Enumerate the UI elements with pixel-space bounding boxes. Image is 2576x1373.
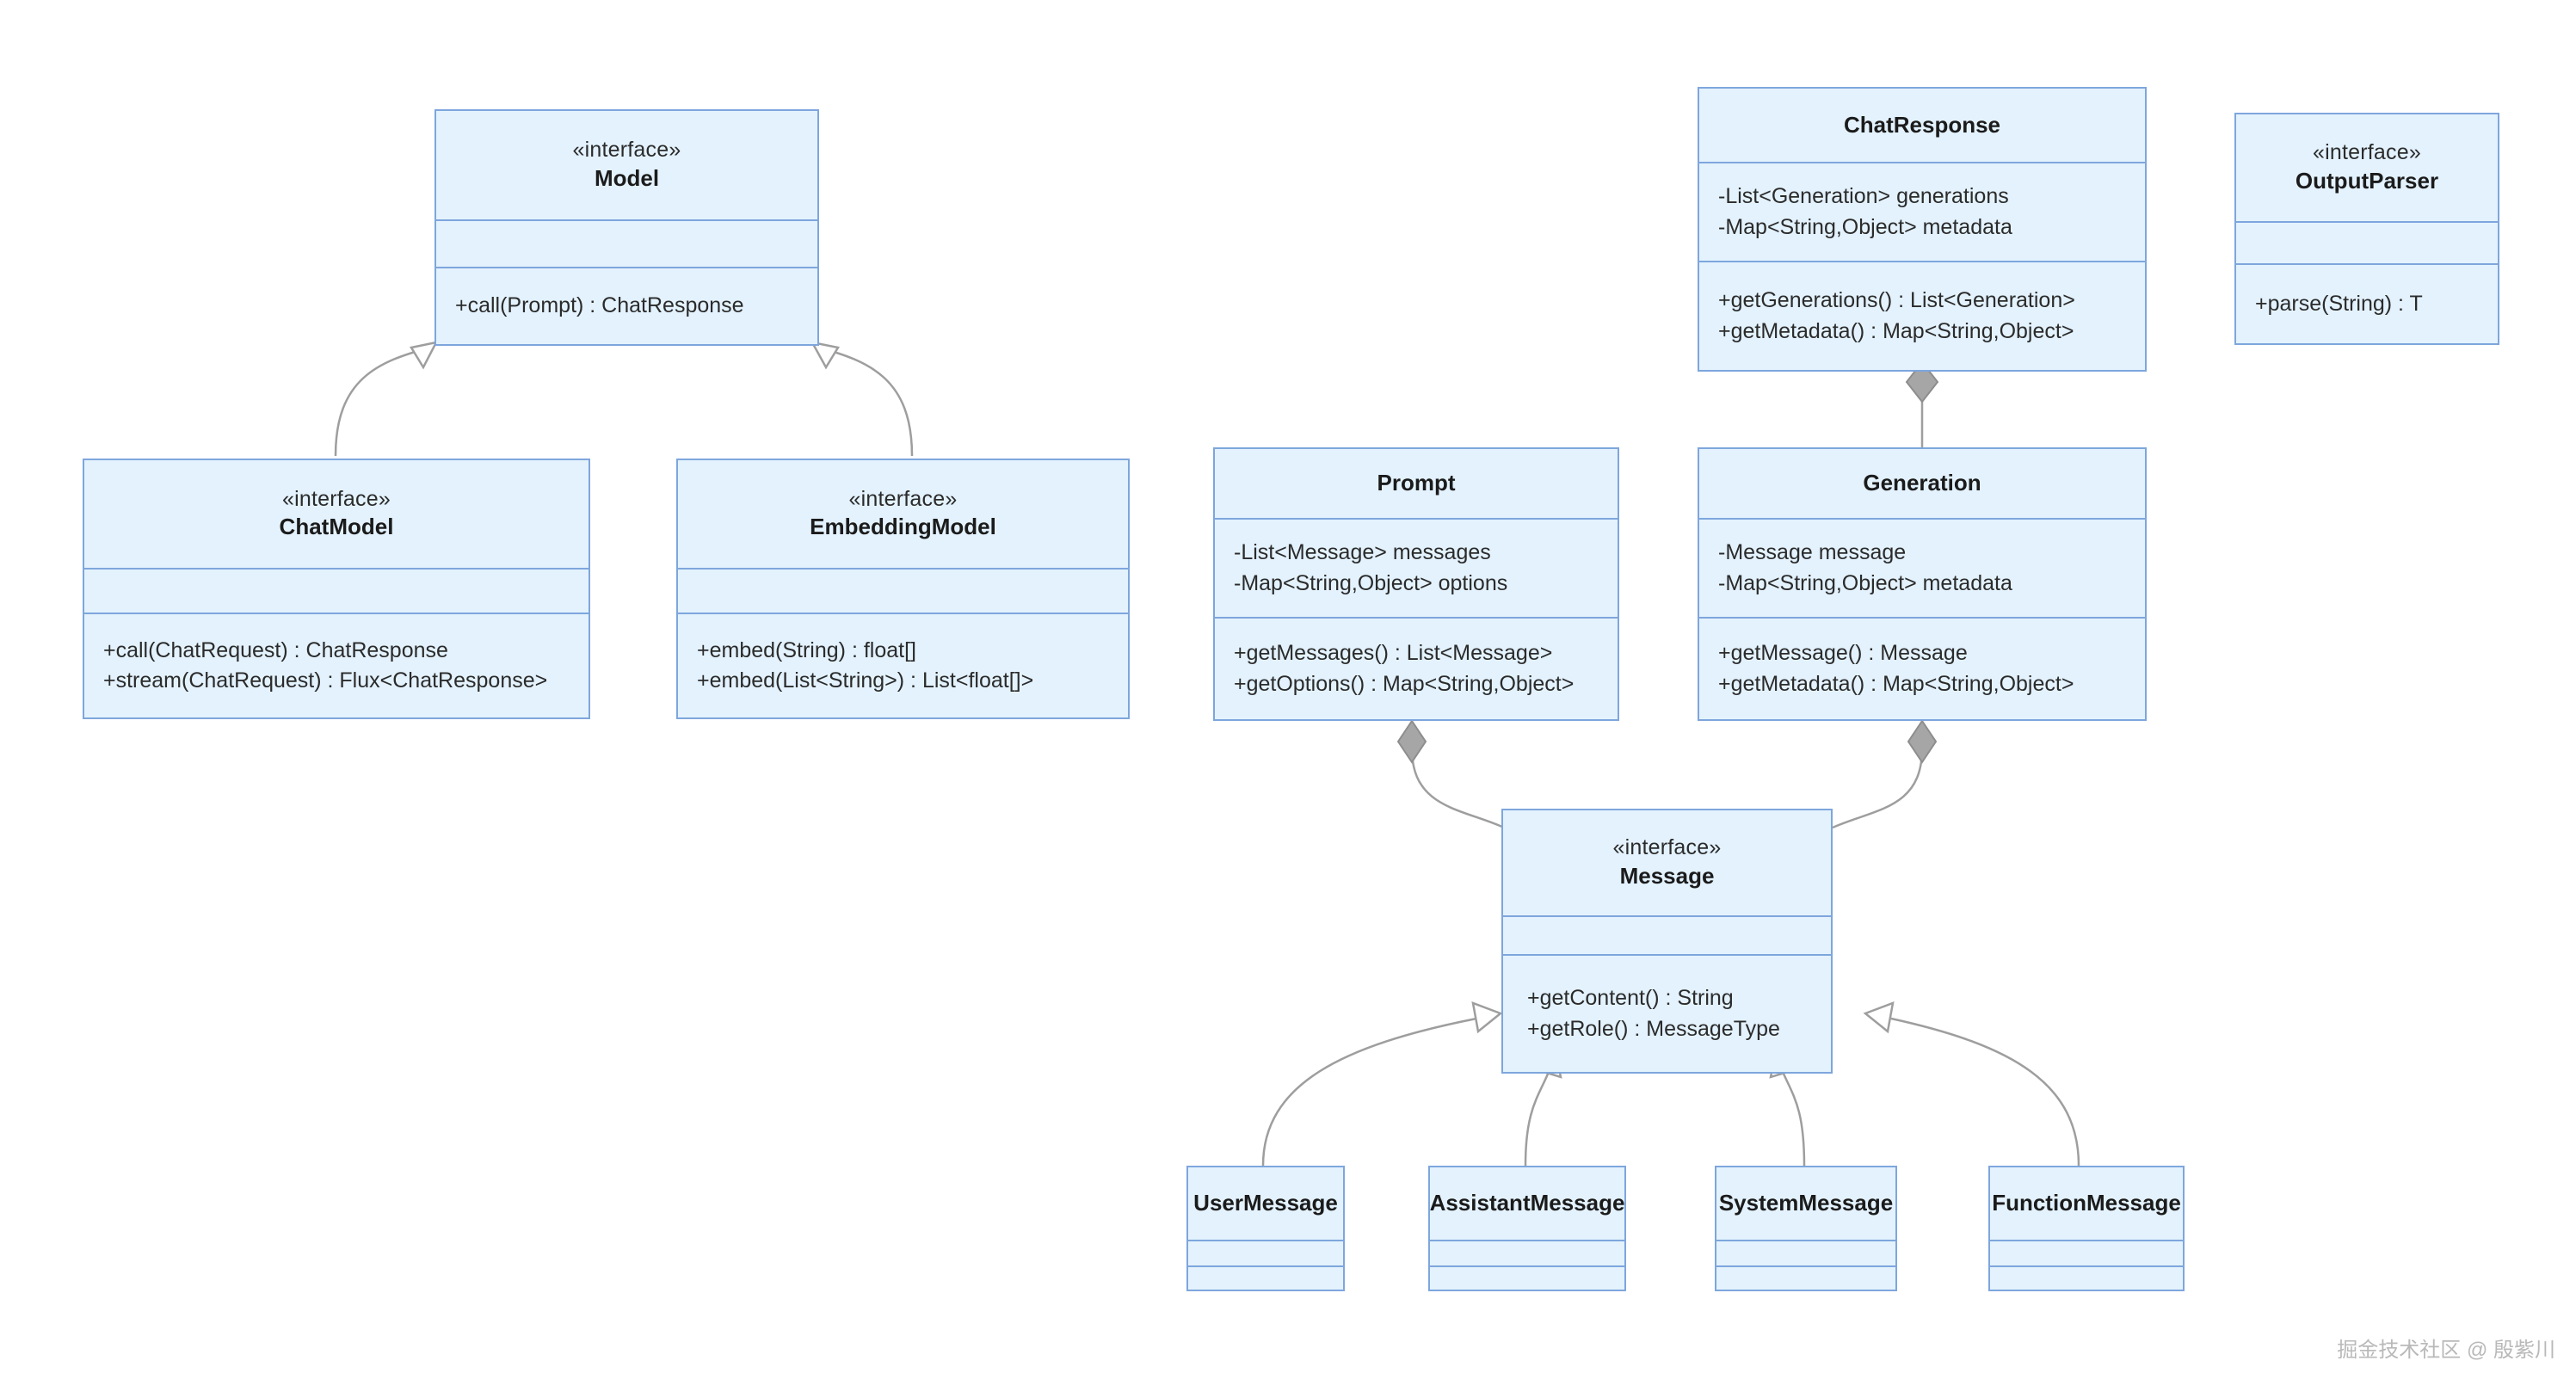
- class-methods-chat-model: +call(ChatRequest) : ChatResponse +strea…: [84, 613, 589, 717]
- class-name: Prompt: [1377, 470, 1456, 496]
- class-attribute-row: -Map<String,Object> metadata: [1718, 214, 2012, 239]
- class-attributes-embedding-model: [678, 568, 1128, 613]
- edge-message-to-generation: [1832, 719, 1938, 829]
- class-method-row: +getMetadata() : Map<String,Object>: [1718, 671, 2074, 696]
- class-name: OutputParser: [2295, 167, 2439, 194]
- class-methods-message: +getContent() : String +getRole() : Mess…: [1503, 954, 1831, 1072]
- class-method-row: +call(Prompt) : ChatResponse: [455, 293, 744, 318]
- class-methods-chat-response: +getGenerations() : List<Generation> +ge…: [1699, 261, 2145, 370]
- class-header-model: «interface» Model: [436, 111, 817, 219]
- class-name: Generation: [1863, 470, 1981, 496]
- class-method-row: +embed(List<String>) : List<float[]>: [697, 668, 1034, 693]
- class-header-user-message: UserMessage: [1188, 1167, 1343, 1240]
- class-box-chat-response[interactable]: ChatResponse -List<Generation> generatio…: [1698, 87, 2147, 372]
- class-methods-function-message: [1990, 1265, 2183, 1290]
- class-method-row: +getRole() : MessageType: [1527, 1016, 1780, 1041]
- class-name: ChatModel: [279, 514, 394, 540]
- class-name: EmbeddingModel: [810, 514, 996, 540]
- class-stereotype: «interface»: [2313, 140, 2421, 165]
- edge-chatmodel-to-model: [334, 341, 439, 457]
- class-stereotype: «interface»: [572, 138, 681, 163]
- class-attributes-chat-response: -List<Generation> generations -Map<Strin…: [1699, 162, 2145, 261]
- edge-usermessage-to-message: [1261, 1001, 1503, 1167]
- class-header-chat-model: «interface» ChatModel: [84, 460, 589, 568]
- class-attributes-system-message: [1716, 1240, 1895, 1265]
- class-header-prompt: Prompt: [1215, 449, 1618, 518]
- class-box-embedding-model[interactable]: «interface» EmbeddingModel +embed(String…: [676, 459, 1130, 719]
- edge-generation-to-chatresponse: [1905, 360, 1939, 456]
- class-attributes-chat-model: [84, 568, 589, 613]
- class-method-row: +embed(String) : float[]: [697, 637, 916, 662]
- class-name: UserMessage: [1193, 1190, 1338, 1216]
- class-stereotype: «interface»: [848, 486, 958, 511]
- class-methods-generation: +getMessage() : Message +getMetadata() :…: [1699, 617, 2145, 719]
- class-header-function-message: FunctionMessage: [1990, 1167, 2183, 1240]
- class-header-assistant-message: AssistantMessage: [1430, 1167, 1624, 1240]
- class-box-function-message[interactable]: FunctionMessage: [1988, 1166, 2185, 1291]
- class-method-row: +call(ChatRequest) : ChatResponse: [103, 637, 448, 662]
- class-header-generation: Generation: [1699, 449, 2145, 518]
- class-attribute-row: -Message message: [1718, 540, 1907, 564]
- class-methods-prompt: +getMessages() : List<Message> +getOptio…: [1215, 617, 1618, 719]
- class-method-row: +stream(ChatRequest) : Flux<ChatResponse…: [103, 668, 548, 693]
- watermark-text: 掘金技术社区 @ 殷紫川: [2337, 1339, 2555, 1362]
- class-stereotype: «interface»: [1612, 835, 1722, 860]
- class-name: Model: [594, 164, 660, 191]
- class-box-output-parser[interactable]: «interface» OutputParser +parse(String) …: [2234, 113, 2499, 345]
- edge-functionmessage-to-message: [1863, 1001, 2080, 1167]
- class-attributes-output-parser: [2236, 221, 2498, 263]
- class-name: AssistantMessage: [1430, 1190, 1624, 1216]
- class-box-system-message[interactable]: SystemMessage: [1715, 1166, 1897, 1291]
- class-box-user-message[interactable]: UserMessage: [1186, 1166, 1345, 1291]
- class-method-row: +parse(String) : T: [2255, 291, 2423, 316]
- class-attributes-user-message: [1188, 1240, 1343, 1265]
- class-name: FunctionMessage: [1992, 1190, 2181, 1216]
- class-box-prompt[interactable]: Prompt -List<Message> messages -Map<Stri…: [1213, 447, 1619, 721]
- class-method-row: +getMetadata() : Map<String,Object>: [1718, 318, 2074, 343]
- class-method-row: +getMessage() : Message: [1718, 641, 1968, 665]
- class-name: ChatResponse: [1843, 111, 2001, 138]
- class-attributes-generation: -Message message -Map<String,Object> met…: [1699, 518, 2145, 617]
- class-method-row: +getContent() : String: [1527, 986, 1734, 1010]
- class-methods-output-parser: +parse(String) : T: [2236, 263, 2498, 343]
- class-header-output-parser: «interface» OutputParser: [2236, 114, 2498, 221]
- class-method-row: +getMessages() : List<Message>: [1234, 641, 1553, 665]
- class-header-message: «interface» Message: [1503, 810, 1831, 915]
- edge-message-to-prompt: [1396, 719, 1505, 829]
- class-methods-user-message: [1188, 1265, 1343, 1290]
- class-stereotype: «interface»: [282, 486, 391, 511]
- class-box-model[interactable]: «interface» Model +call(Prompt) : ChatRe…: [434, 109, 819, 346]
- class-attributes-prompt: -List<Message> messages -Map<String,Obje…: [1215, 518, 1618, 617]
- class-box-assistant-message[interactable]: AssistantMessage: [1428, 1166, 1626, 1291]
- class-box-chat-model[interactable]: «interface» ChatModel +call(ChatRequest)…: [83, 459, 590, 719]
- class-attributes-assistant-message: [1430, 1240, 1624, 1265]
- class-name: SystemMessage: [1718, 1190, 1894, 1216]
- class-header-system-message: SystemMessage: [1716, 1167, 1895, 1240]
- class-attributes-message: [1503, 915, 1831, 954]
- class-methods-system-message: [1716, 1265, 1895, 1290]
- class-methods-assistant-message: [1430, 1265, 1624, 1290]
- class-name: Message: [1619, 862, 1715, 889]
- class-attribute-row: -List<Generation> generations: [1718, 184, 2009, 208]
- class-box-message[interactable]: «interface» Message +getContent() : Stri…: [1501, 809, 1833, 1074]
- class-attribute-row: -Map<String,Object> metadata: [1718, 570, 2012, 595]
- class-header-chat-response: ChatResponse: [1699, 89, 2145, 162]
- class-methods-model: +call(Prompt) : ChatResponse: [436, 267, 817, 344]
- edge-embeddingmodel-to-model: [810, 341, 914, 457]
- class-methods-embedding-model: +embed(String) : float[] +embed(List<Str…: [678, 613, 1128, 717]
- class-method-row: +getGenerations() : List<Generation>: [1718, 288, 2075, 312]
- class-method-row: +getOptions() : Map<String,Object>: [1234, 671, 1575, 696]
- class-attributes-model: [436, 219, 817, 267]
- class-attribute-row: -Map<String,Object> options: [1234, 570, 1508, 595]
- class-attributes-function-message: [1990, 1240, 2183, 1265]
- class-attribute-row: -List<Message> messages: [1234, 540, 1491, 564]
- class-header-embedding-model: «interface» EmbeddingModel: [678, 460, 1128, 568]
- class-box-generation[interactable]: Generation -Message message -Map<String,…: [1698, 447, 2147, 721]
